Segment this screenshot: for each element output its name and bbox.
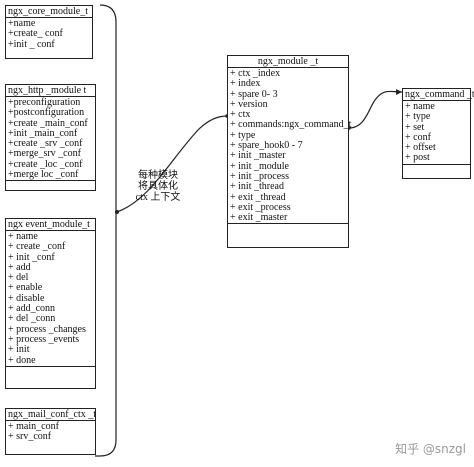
field-row: +create _loc _conf [8,158,83,170]
ngx-event-module-box: ngx event_module_t + name+ create _conf+… [5,218,96,389]
box-footer [6,365,95,376]
field-row: + name [8,231,38,242]
field-list: + name+ create _conf+ init _conf+ add+ d… [6,231,95,366]
field-row: + init _module [230,160,289,172]
field-row: + init [8,344,30,356]
field-list: +preconfiguration+postconfiguration+crea… [6,97,95,180]
box-title: ngx_command _t [403,89,474,101]
field-row: +create _main_conf [8,117,88,129]
field-row: + spare 0- 3 [230,88,278,100]
box-footer [228,223,348,233]
field-list: + main_conf+ srv_conf [6,421,95,443]
field-list: + name+ type+ set+ conf+ offset+ post [403,101,470,164]
field-row: + process _changes [8,323,86,335]
field-row: + init _process [230,170,289,182]
annotation-line: ctx 上下文 [135,192,181,203]
ngx-command-box: ngx_command _t + name+ type+ set+ conf+ … [402,88,474,179]
box-title: ngx_core_module_t [6,6,92,18]
field-row: + conf [405,131,431,143]
box-title: ngx_module _t [228,56,348,68]
field-row: + ctx _index [230,68,281,79]
field-row: + srv_conf [8,431,52,443]
field-list: + ctx _index+ index+ spare 0- 3+ version… [228,68,352,224]
field-row: + offset [405,142,436,154]
field-row: +create _srv _conf [8,138,83,150]
field-row: + name [405,101,435,112]
field-row: + post [405,152,430,164]
box-footer [6,180,95,190]
field-row: +merge_srv _conf [8,148,81,160]
field-row: + exit _master [230,212,288,224]
field-row: + main_conf [8,421,59,432]
bracket-line [95,4,117,457]
ngx-module-box: ngx_module _t + ctx _index+ index+ spare… [227,55,352,248]
box-title: ngx_http _module t [6,85,95,97]
field-row: +init _ conf [8,38,55,50]
ctx-annotation: 每种模块 将具体化 ctx 上下文 [123,170,193,203]
field-row: + type [230,129,256,141]
box-title: ngx event_module_t [6,219,95,231]
field-row: + commands:ngx_command_t [230,119,352,131]
ngx-http-module-box: ngx_http _module t +preconfiguration+pos… [5,84,96,191]
ngx-mail-conf-ctx-box: ngx_mail_conf_ctx _t + main_conf+ srv_co… [5,408,96,455]
watermark: 知乎 @snzgl [395,442,466,456]
field-row: + del [8,272,29,284]
arrow-head [396,89,402,95]
ctx-dot-left [115,210,119,214]
annotation-line: 将具体化 [138,181,178,192]
field-row: + type [405,111,431,123]
field-row: + exit _process [230,201,291,213]
field-row: + add_conn [8,303,56,315]
field-row: + init _master [230,150,286,162]
field-row: + process _events [8,333,80,345]
ctx-connector [116,115,228,213]
field-row: + init _thread [230,181,284,193]
field-row: + ctx [230,109,251,121]
field-row: + del _conn [8,313,56,325]
annotation-line: 每种模块 [138,170,178,181]
field-row: + set [405,121,425,133]
field-row: +merge loc _conf [8,169,79,181]
field-row: +create_ conf [8,28,63,40]
field-row: + index [230,78,261,90]
field-row: + create _conf [8,241,66,253]
commands-connector [348,90,403,129]
field-row: + version [230,98,268,110]
field-list: +name+create_ conf+init _ conf [6,18,92,50]
field-row: + spare_hook0 - 7 [230,140,303,152]
box-title: ngx_mail_conf_ctx _t [6,409,97,421]
field-row: +init _main_conf [8,127,78,139]
field-row: + exit _thread [230,191,286,203]
field-row: +preconfiguration [8,97,81,108]
field-row: + disable [8,292,45,304]
field-row: + init _conf [8,251,55,263]
field-row: +name [8,18,36,29]
field-row: + enable [8,282,43,294]
ngx-core-module-box: ngx_core_module_t +name+create_ conf+ini… [5,5,93,59]
field-row: + done [8,354,36,366]
field-row: +postconfiguration [8,107,85,119]
field-row: + add [8,261,31,273]
box-footer [403,163,470,174]
